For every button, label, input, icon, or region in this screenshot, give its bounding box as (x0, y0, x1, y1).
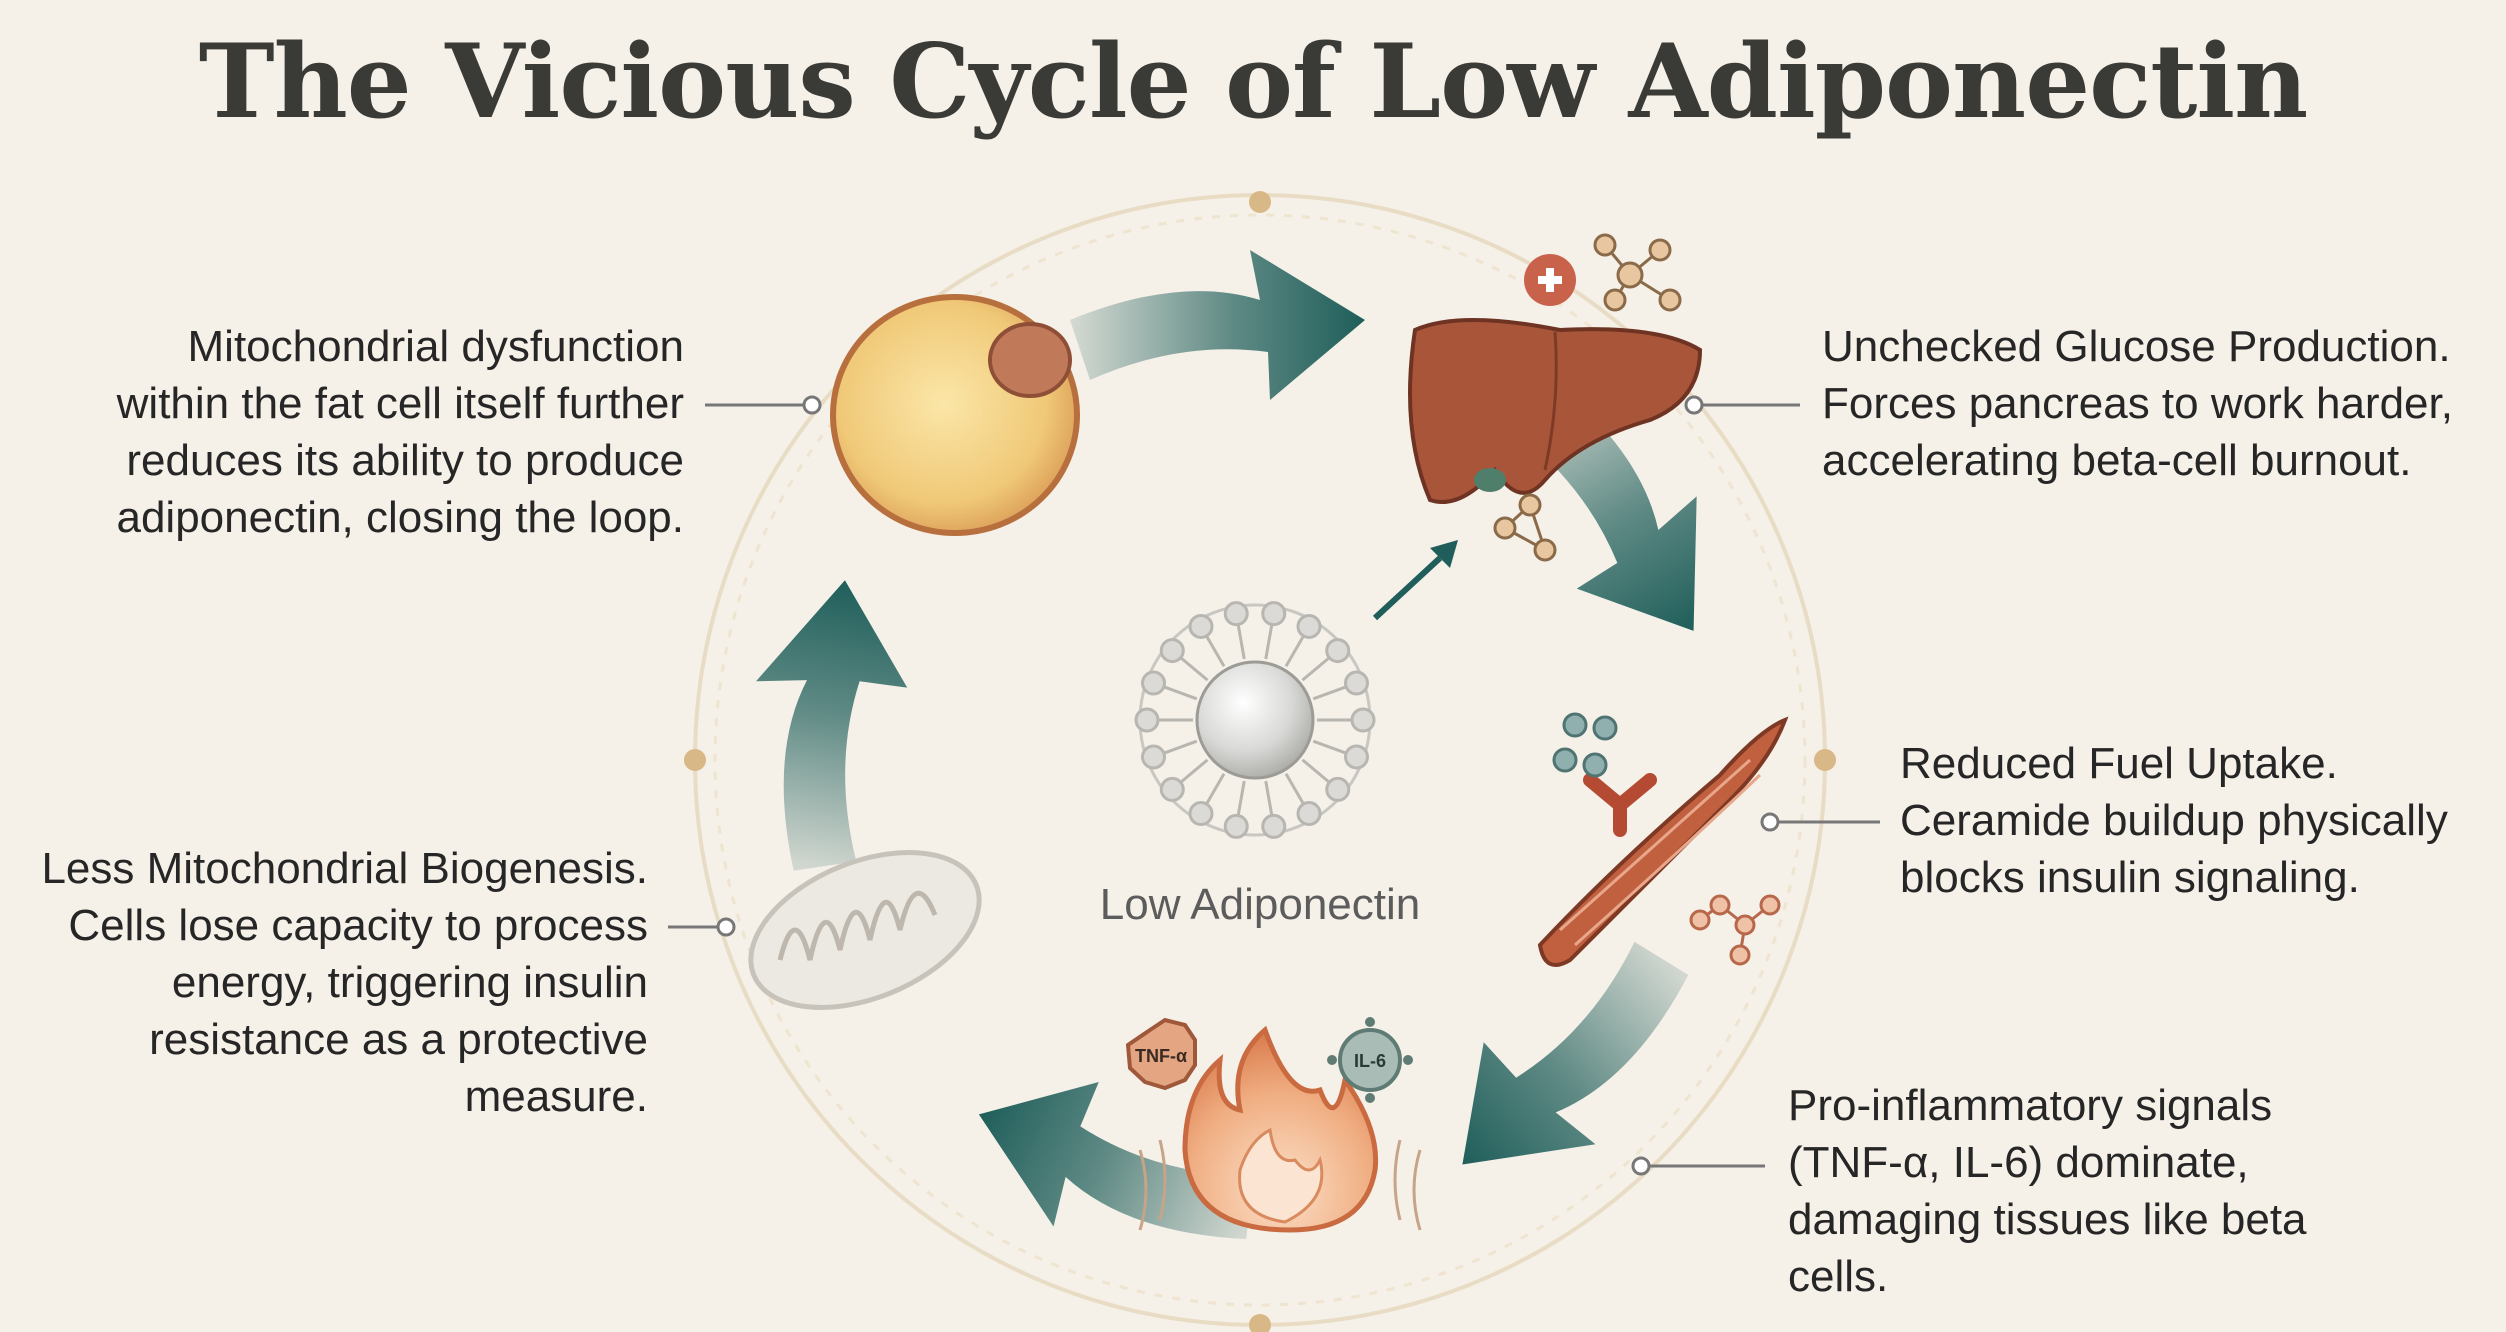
adiponectin-spoke (1284, 772, 1307, 808)
connector-dot-mitochondria (716, 917, 736, 937)
arrow-center-to-liver (1372, 540, 1458, 621)
callout-line: reduces its ability to produce (126, 436, 684, 485)
callout-line: resistance as a protective (149, 1015, 648, 1064)
callout-line: energy, triggering insulin (171, 958, 648, 1007)
callout-line: adiponectin, closing the loop. (116, 493, 684, 542)
connector-dot-muscle (1760, 812, 1780, 832)
glucose-dots-icon (1552, 712, 1618, 778)
mitochondrion-illustration (748, 850, 982, 1010)
ring-dot-right (1814, 749, 1836, 771)
callout-liver: Unchecked Glucose Production. Forces pan… (1822, 318, 2492, 489)
adiponectin-subunit (1325, 776, 1351, 802)
adiponectin-spoke (1284, 632, 1307, 668)
callout-line: accelerating beta-cell burnout. (1822, 436, 2412, 485)
adiponectin-spoke (1236, 621, 1246, 660)
adiponectin-spoke (1203, 772, 1226, 808)
adiponectin-spoke (1177, 654, 1209, 682)
center-label: Low Adiponectin (1099, 880, 1421, 929)
flame-icon (1138, 1025, 1422, 1233)
callout-line: Forces pancreas to work harder, (1822, 379, 2453, 428)
arrow-muscle-to-inflammation (1462, 941, 1689, 1165)
adiponectin-subunit (1223, 813, 1249, 839)
adiponectin-subunit (1223, 601, 1249, 627)
molecule-icon-liver-top (1593, 233, 1682, 312)
callout-line: within the fat cell itself further (116, 379, 684, 428)
callout-line: Unchecked Glucose Production. (1822, 322, 2451, 371)
adiponectin-subunit (1141, 670, 1167, 696)
adiponectin-subunit (1296, 801, 1322, 827)
callout-fat-cell: Mitochondrial dysfunction within the fat… (20, 318, 684, 546)
callout-line: damaging tissues like beta (1788, 1195, 2307, 1244)
adiponectin-spoke (1301, 758, 1333, 786)
adiponectin-subunit (1325, 638, 1351, 664)
connector-dot-inflammation (1631, 1156, 1651, 1176)
adiponectin-subunit (1296, 613, 1322, 639)
adiponectin-spoke (1236, 780, 1246, 819)
callout-line: Cells lose capacity to process (68, 901, 648, 950)
adiponectin-spoke (1312, 739, 1350, 756)
adiponectin-subunit (1350, 707, 1376, 733)
callout-line: Mitochondrial dysfunction (187, 322, 684, 371)
ceramide-molecule-icon (1689, 894, 1781, 966)
adiponectin-subunit (1159, 776, 1185, 802)
callout-line: Less Mitochondrial Biogenesis. (41, 844, 648, 893)
callout-line: blocks insulin signaling. (1900, 853, 2360, 902)
adiponectin-complex-icon (1134, 601, 1376, 839)
callout-line: measure. (464, 1072, 648, 1121)
adiponectin-subunit (1188, 613, 1214, 639)
adiponectin-subunit (1188, 801, 1214, 827)
arrow-fat-to-liver (1070, 250, 1365, 400)
adiponectin-subunit (1343, 670, 1369, 696)
callout-line: Ceramide buildup physically (1900, 796, 2448, 845)
arrow-mitochondria-to-fat (756, 580, 908, 871)
cycle-ring (684, 191, 1836, 1332)
ring-dot-left (684, 749, 706, 771)
callout-line: Reduced Fuel Uptake. (1900, 739, 2338, 788)
adiponectin-subunit (1159, 638, 1185, 664)
tnf-badge-label: TNF-α (1135, 1046, 1187, 1066)
callout-line: cells. (1788, 1252, 1889, 1301)
callout-line: (TNF-α, IL-6) dominate, (1788, 1138, 2249, 1187)
ring-dot-top (1249, 191, 1271, 213)
adiponectin-spoke (1264, 621, 1274, 660)
ring-dot-bottom (1249, 1314, 1271, 1332)
il6-badge-label: IL-6 (1354, 1051, 1386, 1071)
adiponectin-spoke (1203, 632, 1226, 668)
adiponectin-spoke (1160, 739, 1198, 756)
il6-badge (1327, 1017, 1413, 1103)
callout-connectors (668, 395, 1880, 1176)
adiponectin-spoke (1301, 654, 1333, 682)
adiponectin-subunit (1261, 813, 1287, 839)
liver-illustration (1408, 318, 1703, 504)
callout-inflammation: Pro-inflammatory signals (TNF-α, IL-6) d… (1788, 1077, 2368, 1305)
adiponectin-subunit (1141, 744, 1167, 770)
fat-cell-illustration (830, 294, 1080, 536)
adiponectin-subunit (1261, 601, 1287, 627)
connector-dot-liver (1684, 395, 1704, 415)
connector-dot-fat (802, 395, 822, 415)
receptor-icon (1583, 773, 1657, 837)
callout-mitochondria: Less Mitochondrial Biogenesis. Cells los… (2, 840, 648, 1125)
plus-icon (1524, 254, 1576, 306)
adiponectin-spoke (1160, 684, 1198, 701)
adiponectin-subunit (1343, 744, 1369, 770)
adiponectin-spoke (1177, 758, 1209, 786)
muscle-illustration (1537, 716, 1789, 967)
page-title: The Vicious Cycle of Low Adiponectin (198, 22, 2309, 142)
adiponectin-spoke (1264, 780, 1274, 819)
tnf-badge (1125, 1017, 1197, 1091)
arrow-inflammation-to-mitochondria (978, 1082, 1254, 1240)
callout-line: Pro-inflammatory signals (1788, 1081, 2273, 1130)
molecule-icon-liver-bottom (1493, 493, 1557, 562)
adiponectin-spoke (1312, 684, 1350, 701)
adiponectin-subunit (1134, 707, 1160, 733)
callout-muscle: Reduced Fuel Uptake. Ceramide buildup ph… (1900, 735, 2490, 906)
